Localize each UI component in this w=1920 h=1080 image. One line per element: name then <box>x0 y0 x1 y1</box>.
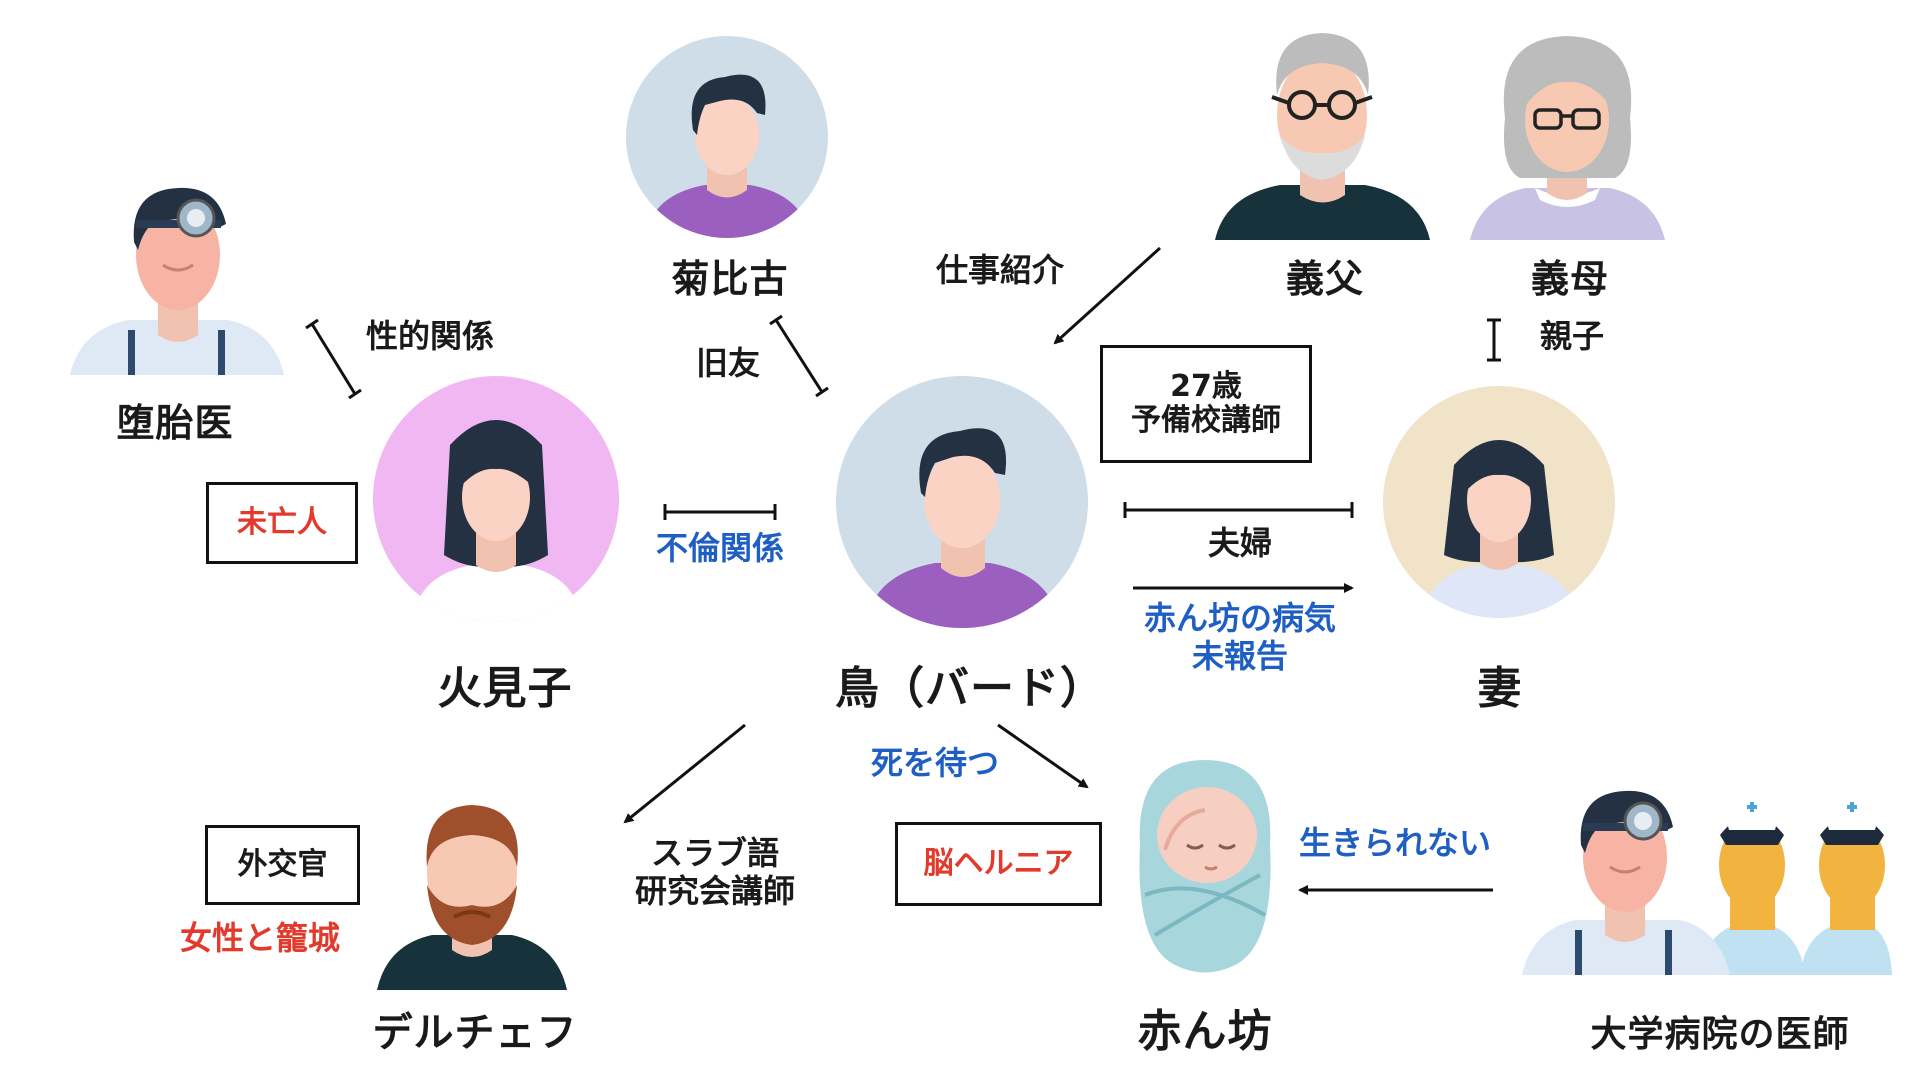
wife-name: 妻 <box>1477 663 1523 714</box>
line-sexual-relation <box>305 318 362 400</box>
diplomat-box: 外交官 <box>205 825 360 905</box>
illness-unreported-line2: 未報告 <box>1191 637 1288 675</box>
bird-age: 27歳 <box>1170 368 1242 404</box>
line-married <box>1123 502 1354 518</box>
mother-in-law-avatar-icon <box>1470 36 1665 240</box>
line-affair <box>663 504 777 520</box>
delchef-avatar-icon <box>377 805 567 990</box>
illness-unreported-line1: 赤ん坊の病気 <box>1143 599 1336 637</box>
line-old-friend <box>769 314 829 398</box>
parent-child-label: 親子 <box>1539 317 1604 355</box>
mother-in-law-name: 義母 <box>1530 257 1609 301</box>
wife-avatar-icon <box>1383 386 1615 618</box>
women-confined-label: 女性と籠城 <box>179 919 340 957</box>
kikuhiko-avatar-icon <box>626 36 828 238</box>
kikuhiko-name: 菊比古 <box>671 257 789 301</box>
married-label: 夫婦 <box>1207 524 1272 562</box>
university-doctors-avatar-icon <box>1522 790 1892 975</box>
bird-name: 鳥（バード） <box>835 663 1105 714</box>
abortion-doctor-name: 堕胎医 <box>116 401 234 445</box>
delchef-name: デルチェフ <box>372 1010 578 1056</box>
job-intro-label: 仕事紹介 <box>935 251 1064 289</box>
widow-label: 未亡人 <box>237 504 327 540</box>
arrow-slavic <box>623 723 746 824</box>
line-parent-child <box>1487 318 1501 362</box>
bird-avatar-icon <box>836 376 1088 628</box>
abortion-doctor-avatar-icon <box>70 187 284 375</box>
slavic-line1: スラブ語 <box>650 834 779 872</box>
arrow-job-intro <box>1053 246 1162 345</box>
widow-box: 未亡人 <box>206 482 358 564</box>
arrow-await-death <box>997 723 1089 789</box>
himiko-avatar-icon <box>373 376 619 622</box>
brain-hernia-box: 脳ヘルニア <box>895 822 1102 906</box>
father-in-law-avatar-icon <box>1215 33 1430 240</box>
baby-avatar-icon <box>1139 760 1271 973</box>
baby-name: 赤ん坊 <box>1137 1006 1273 1057</box>
diplomat-label: 外交官 <box>237 846 328 882</box>
father-in-law-name: 義父 <box>1285 257 1364 301</box>
cannot-live-label: 生きられない <box>1298 824 1491 862</box>
slavic-line2: 研究会講師 <box>634 872 795 910</box>
brain-hernia-label: 脳ヘルニア <box>923 845 1074 881</box>
bird-job: 予備校講師 <box>1131 403 1281 438</box>
bird-profile-box: 27歳 予備校講師 <box>1100 345 1312 463</box>
university-doctors-name: 大学病院の医師 <box>1590 1014 1850 1055</box>
await-death-label: 死を待つ <box>870 744 999 782</box>
sexual-relation-label: 性的関係 <box>365 317 494 355</box>
old-friend-label: 旧友 <box>695 344 760 382</box>
affair-label: 不倫関係 <box>655 529 784 567</box>
himiko-name: 火見子 <box>437 663 573 714</box>
